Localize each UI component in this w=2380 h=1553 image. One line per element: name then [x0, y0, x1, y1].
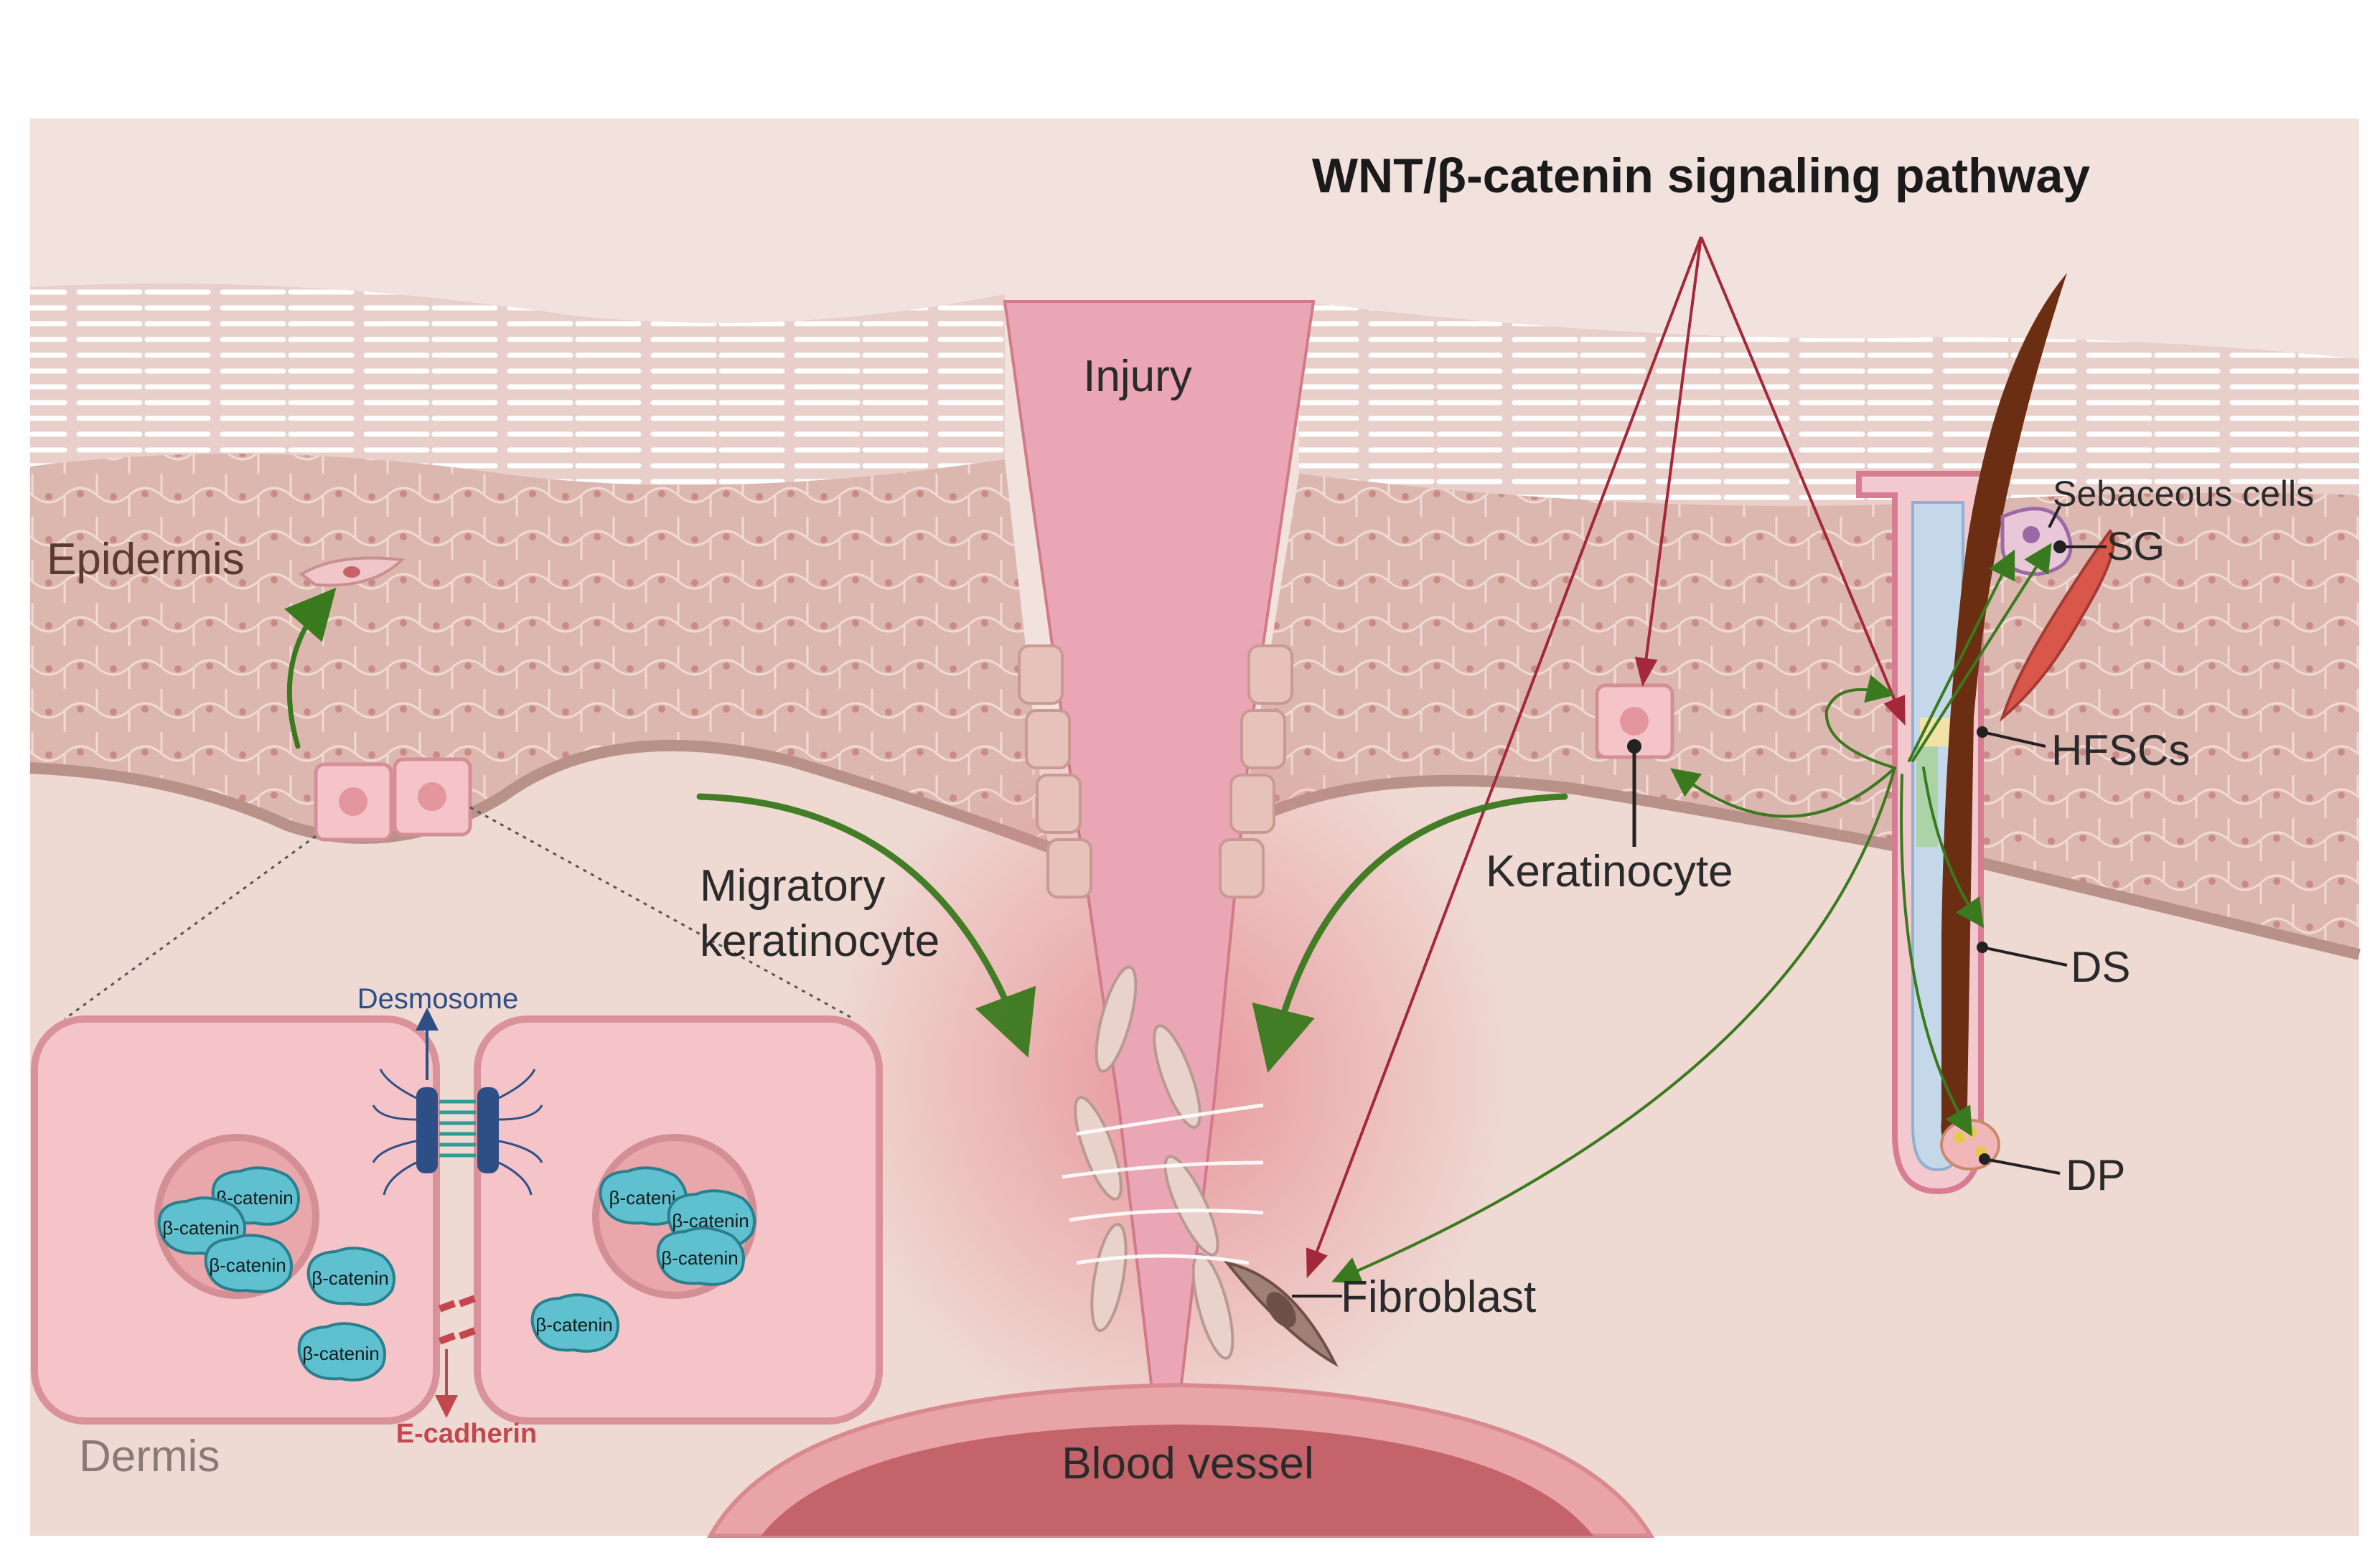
fibroblast-cell	[1223, 1260, 1339, 1368]
basement-membrane-right	[1239, 774, 2361, 960]
zoom-guides	[64, 806, 855, 1021]
beta-catenin-group: β-catenin β-catenin β-catenin β-catenin β-ca…	[157, 1166, 756, 1381]
basal-cells-left	[314, 757, 472, 842]
collagen-fibers	[1062, 1103, 1264, 1265]
e-cadherin-label: E-cadherin	[396, 1419, 537, 1449]
desmosome-label: Desmosome	[357, 983, 519, 1015]
wnt-signal-arrows	[1306, 236, 1906, 1279]
stratum-corneum-right	[1299, 301, 2359, 506]
beta-catenin-label: β-catenin	[209, 1254, 286, 1276]
blood-vessel-label: Blood vessel	[1062, 1439, 1314, 1488]
wound-spindle-cells	[1074, 965, 1234, 1360]
beta-catenin-label: β-cateni	[609, 1187, 676, 1209]
stratum-corneum-left	[30, 283, 1005, 485]
e-cadherin-structure	[435, 1295, 477, 1418]
arrector-pili-muscle	[1999, 528, 2115, 723]
beta-catenin-label: β-catenin	[302, 1343, 379, 1364]
cell-junction-inset: β-catenin β-catenin β-catenin β-catenin β-ca…	[31, 1008, 883, 1425]
migratory-label-line2: keratinocyte	[700, 916, 940, 966]
basement-membrane-left	[29, 739, 1050, 853]
beta-catenin-label: β-catenin	[162, 1217, 239, 1239]
hfsc-niche	[1916, 746, 1938, 847]
injury-label: Injury	[1083, 352, 1192, 401]
dp-label: DP	[2066, 1151, 2125, 1199]
migratory-label-line1: Migratory	[700, 861, 885, 911]
keratinocyte-label: Keratinocyte	[1486, 847, 1733, 896]
desmosome-structure	[372, 1008, 543, 1196]
beta-catenin-blob	[530, 1293, 619, 1353]
beta-catenin-blob	[204, 1234, 293, 1293]
beta-catenin-blob	[599, 1166, 688, 1226]
sebaceous-cells-label: Sebaceous cells	[2053, 474, 2314, 514]
green-migration-arrows	[284, 587, 1568, 1073]
sg-label: SG	[2107, 523, 2165, 568]
dermis-label: Dermis	[79, 1432, 220, 1481]
wound-edge-cells	[1018, 644, 1293, 899]
blood-vessel	[706, 1382, 1655, 1538]
epidermis-left	[30, 454, 1048, 847]
keratinocyte-cell	[1595, 683, 1674, 847]
ds-label: DS	[2071, 943, 2130, 991]
epidermis-label: Epidermis	[47, 535, 245, 584]
hfsc-signal-arrows	[1331, 543, 2052, 1284]
beta-catenin-blob	[656, 1226, 745, 1286]
hfscs-label: HFSCs	[2051, 726, 2190, 774]
beta-catenin-blob	[306, 1247, 395, 1306]
beta-catenin-blob	[297, 1322, 386, 1381]
beta-catenin-label: β-catenin	[661, 1247, 738, 1269]
dermal-papilla	[1940, 1119, 2000, 1170]
beta-catenin-label: β-catenin	[311, 1267, 388, 1289]
beta-catenin-label: β-catenin	[535, 1314, 612, 1336]
label-leader-lines	[1292, 505, 2107, 1298]
differentiated-keratinocyte	[299, 556, 406, 587]
pathway-title: WNT/β-catenin signaling pathway	[1312, 149, 2090, 203]
hair-shaft	[1941, 273, 2067, 1150]
fibroblast-label: Fibroblast	[1341, 1272, 1536, 1322]
